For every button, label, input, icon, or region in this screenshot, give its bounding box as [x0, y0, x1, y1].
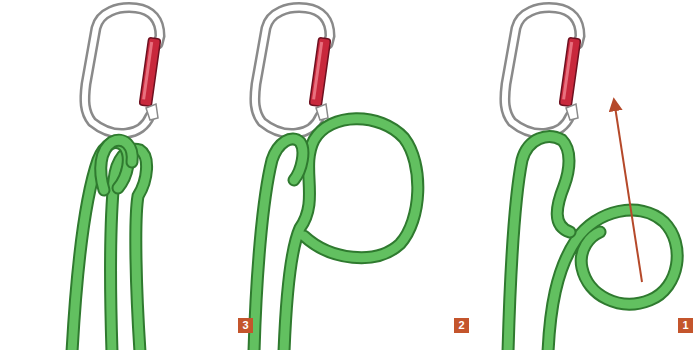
callout-number: 3 [238, 318, 253, 333]
callout-number: 1 [678, 318, 693, 333]
callout-number: 2 [454, 318, 469, 333]
